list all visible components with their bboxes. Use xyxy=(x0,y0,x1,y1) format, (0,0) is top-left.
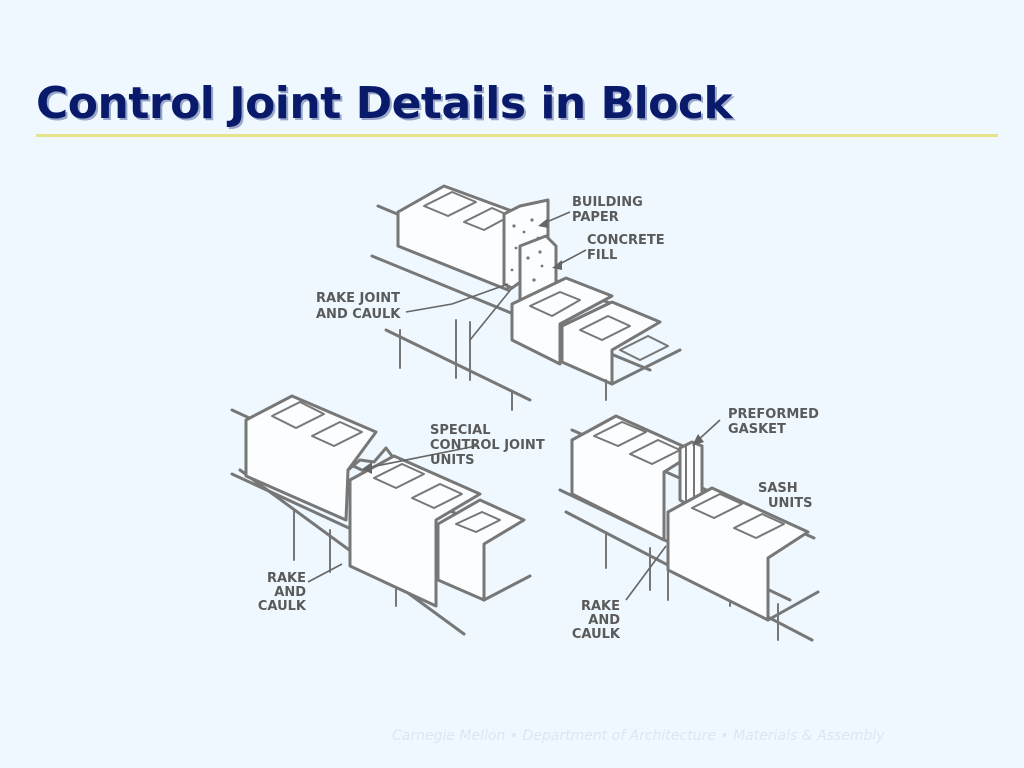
svg-text:RAKE: RAKE xyxy=(581,599,620,614)
leader-lines xyxy=(307,211,721,601)
label-concrete-fill: CONCRETE FILL xyxy=(587,233,665,263)
detail-preformed-gasket xyxy=(558,414,820,642)
label-preformed-gasket: PREFORMED GASKET xyxy=(728,407,819,437)
svg-text:AND: AND xyxy=(274,585,306,600)
label-special-units: SPECIAL CONTROL JOINT UNITS xyxy=(430,423,545,468)
svg-text:RAKE JOINT: RAKE JOINT xyxy=(316,291,400,306)
svg-text:CAULK: CAULK xyxy=(572,627,621,642)
svg-text:CAULK: CAULK xyxy=(258,599,307,614)
svg-text:CONTROL JOINT: CONTROL JOINT xyxy=(430,438,545,453)
title-underline xyxy=(36,134,998,137)
svg-text:AND CAULK: AND CAULK xyxy=(316,307,401,322)
svg-text:CONCRETE: CONCRETE xyxy=(587,233,665,248)
svg-text:PAPER: PAPER xyxy=(572,210,619,225)
slide-title: Control Joint Details in Block xyxy=(36,78,733,129)
svg-text:PREFORMED: PREFORMED xyxy=(728,407,819,422)
svg-text:UNITS: UNITS xyxy=(430,453,475,468)
detail-building-paper xyxy=(370,184,682,411)
svg-text:UNITS: UNITS xyxy=(768,496,813,511)
svg-text:AND: AND xyxy=(588,613,620,628)
svg-text:GASKET: GASKET xyxy=(728,422,786,437)
label-building-paper: BUILDING PAPER xyxy=(572,195,643,225)
label-sash-units: SASH UNITS xyxy=(758,481,813,511)
detail-special-units xyxy=(230,394,532,636)
svg-text:BUILDING: BUILDING xyxy=(572,195,643,210)
slide-footer: Carnegie Mellon • Department of Architec… xyxy=(392,728,885,744)
label-rake-joint-top: RAKE JOINT AND CAULK xyxy=(316,291,401,322)
label-rake-right: RAKE AND CAULK xyxy=(572,599,621,642)
label-rake-left: RAKE AND CAULK xyxy=(258,571,307,614)
svg-text:SASH: SASH xyxy=(758,481,798,496)
svg-text:FILL: FILL xyxy=(587,248,617,263)
svg-text:SPECIAL: SPECIAL xyxy=(430,423,491,438)
svg-text:RAKE: RAKE xyxy=(267,571,306,586)
